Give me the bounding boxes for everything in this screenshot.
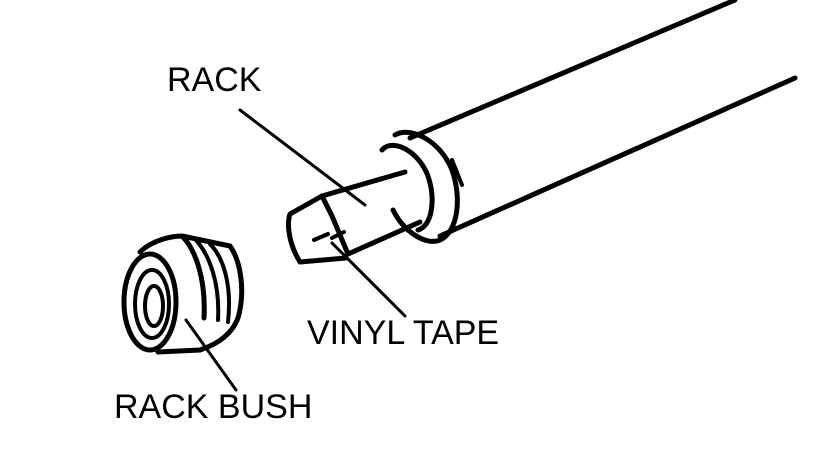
rack-bush-front-face — [121, 251, 179, 353]
label-rack-bush: RACK BUSH — [114, 388, 312, 426]
rack-bush — [121, 233, 245, 355]
leader-vinyl-tape — [330, 241, 407, 318]
leader-lines — [184, 108, 407, 392]
rack-bush-groove-1 — [179, 233, 207, 321]
rack-shaft — [285, 169, 423, 265]
rack-shaft-end-step — [319, 193, 351, 257]
rack-bush-bore-inner — [143, 284, 165, 328]
rack-bush-bore-outer — [133, 268, 171, 340]
collar-tick — [450, 158, 464, 187]
rack-shaft-bottom — [345, 219, 423, 257]
vinyl-tape-mark — [312, 230, 346, 242]
rack-bush-groove-3 — [208, 242, 232, 324]
label-rack: RACK — [167, 61, 262, 99]
rack-shaft-end-face — [285, 193, 349, 265]
rack-shaft-top — [319, 169, 408, 199]
rack-housing-tube — [379, 0, 798, 244]
leader-rack — [238, 108, 367, 207]
rack-bush-groove-2 — [194, 238, 221, 322]
tube-upper-edge — [407, 0, 738, 141]
label-vinyl-tape: VINYL TAPE — [307, 314, 499, 352]
tube-end-collar-outer — [390, 129, 460, 244]
tube-end-collar-inner — [379, 142, 435, 233]
leader-rack-bush — [184, 318, 238, 392]
rack-bush-body — [137, 233, 245, 355]
tube-lower-edge — [437, 75, 798, 239]
